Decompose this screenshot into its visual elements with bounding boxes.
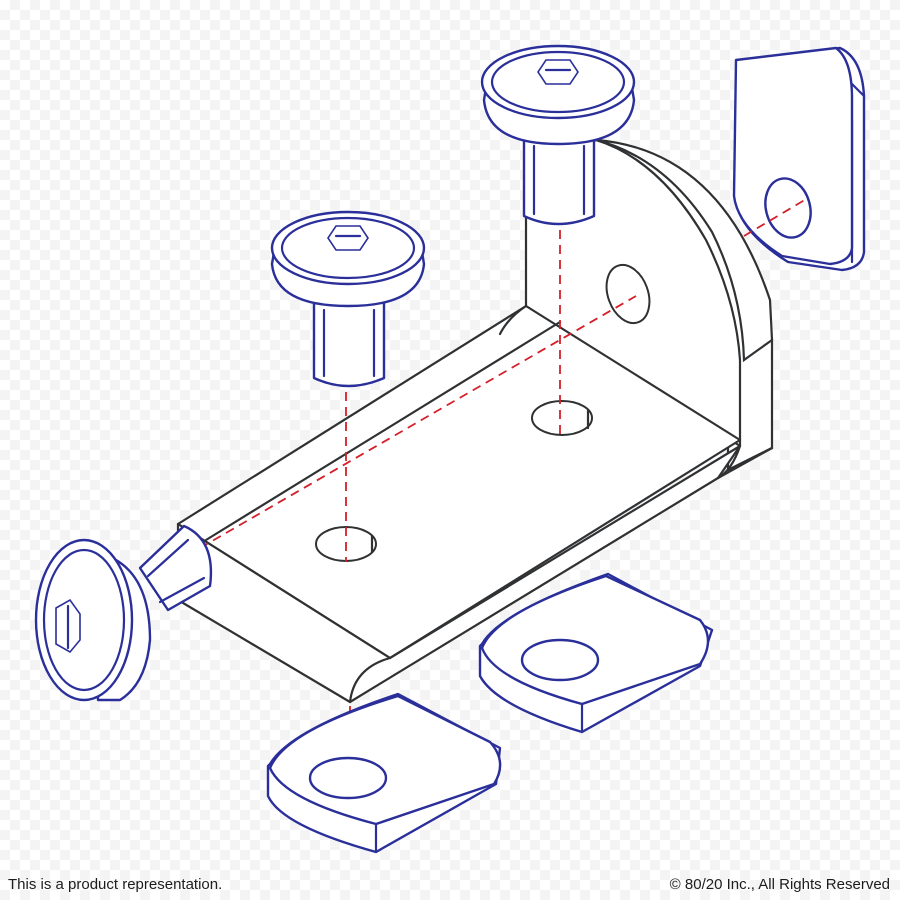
button-head-screw-center [270, 210, 426, 388]
product-disclaimer: This is a product representation. [8, 876, 223, 893]
copyright-notice: © 80/20 Inc., All Rights Reserved [669, 876, 890, 893]
button-head-screw-horizontal [34, 524, 213, 702]
t-nut-right [478, 572, 714, 734]
t-nut-upright [732, 46, 866, 272]
t-nut-left [266, 692, 502, 854]
button-head-screw-upper [480, 44, 636, 226]
